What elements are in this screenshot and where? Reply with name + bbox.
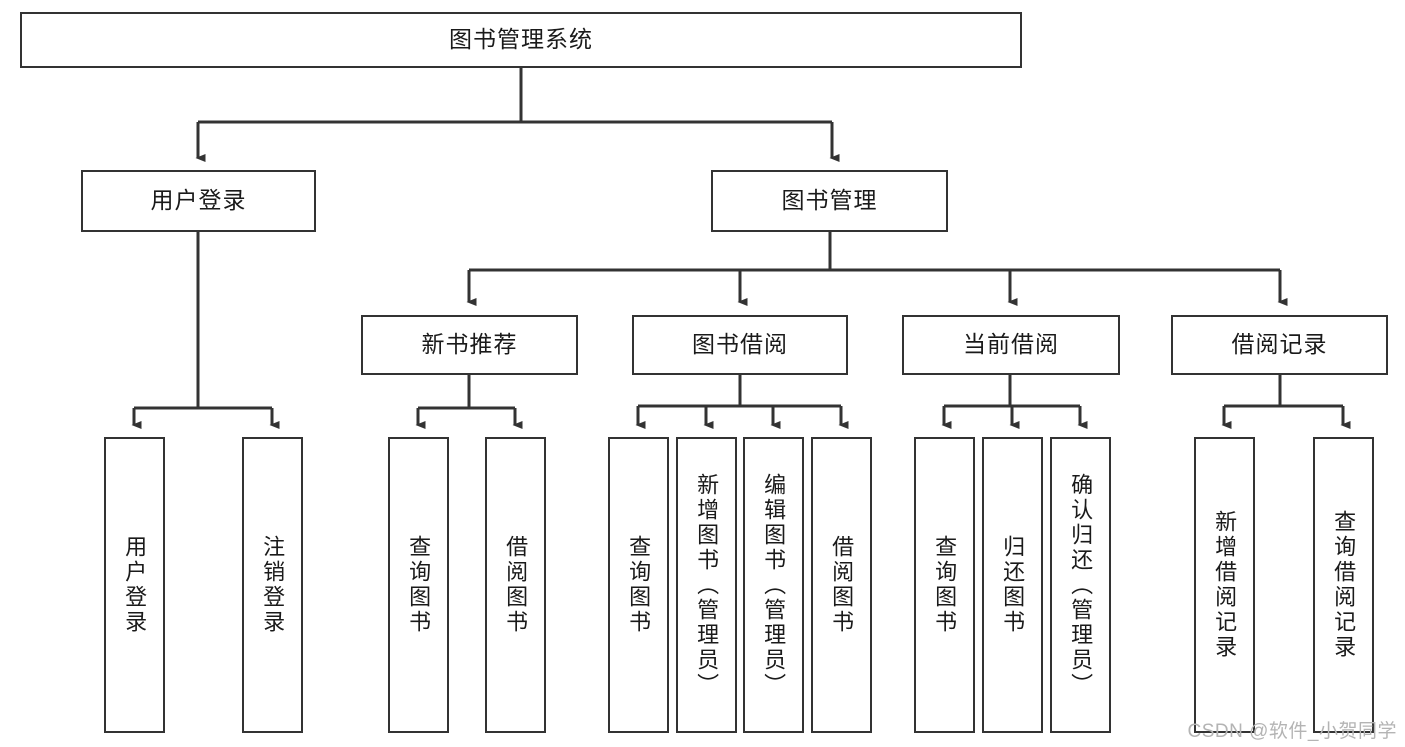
leaf-return-book[interactable]: 归还图书 xyxy=(982,437,1043,733)
node-label: 图书管理 xyxy=(781,187,878,214)
node-label: 确认归还（管理员） xyxy=(1068,472,1094,698)
node-label: 新增图书（管理员） xyxy=(694,472,720,698)
node-new-book-recommend[interactable]: 新书推荐 xyxy=(361,315,578,375)
node-label: 用户登录 xyxy=(122,535,148,635)
node-label: 查询图书 xyxy=(626,535,652,635)
leaf-add-borrow-record[interactable]: 新增借阅记录 xyxy=(1194,437,1255,733)
node-borrow-record[interactable]: 借阅记录 xyxy=(1171,315,1388,375)
leaf-edit-book-admin[interactable]: 编辑图书（管理员） xyxy=(743,437,804,733)
node-book-borrow[interactable]: 图书借阅 xyxy=(632,315,848,375)
leaf-user-login[interactable]: 用户登录 xyxy=(104,437,165,733)
node-user-login[interactable]: 用户登录 xyxy=(81,170,316,232)
node-label: 注销登录 xyxy=(260,535,286,635)
node-label: 编辑图书（管理员） xyxy=(761,472,787,698)
leaf-query-book-3[interactable]: 查询图书 xyxy=(914,437,975,733)
leaf-confirm-return-admin[interactable]: 确认归还（管理员） xyxy=(1050,437,1111,733)
node-label: 归还图书 xyxy=(1000,535,1026,635)
csdn-watermark: CSDN @软件_小贺同学 xyxy=(1187,721,1397,742)
node-label: 查询图书 xyxy=(932,535,958,635)
leaf-add-book-admin[interactable]: 新增图书（管理员） xyxy=(676,437,737,733)
node-label: 用户登录 xyxy=(150,187,247,214)
node-label: 查询借阅记录 xyxy=(1331,510,1357,660)
node-label: 图书借阅 xyxy=(692,331,788,358)
node-label: 当前借阅 xyxy=(963,331,1059,358)
leaf-query-book-1[interactable]: 查询图书 xyxy=(388,437,449,733)
node-root-system[interactable]: 图书管理系统 xyxy=(20,12,1022,68)
leaf-logout[interactable]: 注销登录 xyxy=(242,437,303,733)
node-label: 借阅记录 xyxy=(1231,331,1328,358)
node-label: 图书管理系统 xyxy=(449,26,593,53)
leaf-borrow-book-1[interactable]: 借阅图书 xyxy=(485,437,546,733)
node-current-borrow[interactable]: 当前借阅 xyxy=(902,315,1120,375)
node-book-management[interactable]: 图书管理 xyxy=(711,170,948,232)
leaf-query-borrow-record[interactable]: 查询借阅记录 xyxy=(1313,437,1374,733)
node-label: 新增借阅记录 xyxy=(1212,510,1238,660)
leaf-borrow-book-2[interactable]: 借阅图书 xyxy=(811,437,872,733)
node-label: 借阅图书 xyxy=(829,535,855,635)
node-label: 查询图书 xyxy=(406,535,432,635)
node-label: 借阅图书 xyxy=(503,535,529,635)
node-label: 新书推荐 xyxy=(421,331,518,358)
leaf-query-book-2[interactable]: 查询图书 xyxy=(608,437,669,733)
